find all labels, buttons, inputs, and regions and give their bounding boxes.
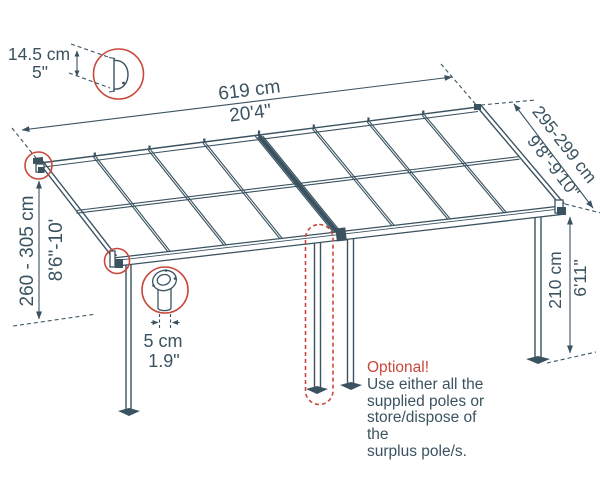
gutter-profile-icon — [108, 56, 129, 93]
rafter — [312, 128, 395, 226]
optional-note-title: Optional! — [367, 359, 430, 376]
front-height-metric-label: 210 cm — [545, 251, 565, 308]
pole-front-left — [118, 262, 140, 416]
rafter — [93, 156, 171, 252]
profile-height-metric-label: 14.5 cm — [8, 44, 70, 64]
width-imperial-label: 20'4" — [228, 101, 272, 127]
profile-height-imperial-label: 5" — [32, 62, 48, 82]
gutter-right-bracket — [554, 199, 566, 215]
gutter-profile-detail: 14.5 cm 5" — [8, 43, 145, 100]
pole-middle — [340, 237, 362, 390]
optional-pole-highlight — [304, 223, 334, 406]
roof-panels — [33, 104, 566, 268]
pole-foot — [306, 386, 328, 394]
ground-line-right — [546, 351, 597, 364]
optional-note-line: surplus pole/s. — [367, 442, 467, 460]
wall-corner-bracket — [33, 157, 45, 173]
gutter-left-bracket — [109, 250, 123, 268]
dimension-front-height: 210 cm 6'11" — [545, 216, 590, 354]
pole-foot — [118, 408, 140, 416]
pole-foot — [340, 382, 362, 390]
rear-height-imperial-label: 8'6"-10' — [46, 219, 67, 282]
rafter-joint-center — [254, 134, 342, 234]
pole-diameter-imperial-label: 1.9" — [148, 351, 179, 371]
optional-note-line: Use either all the — [367, 375, 484, 393]
pole-connector-icon — [151, 269, 178, 312]
optional-note-line: store/dispose of the — [367, 409, 477, 444]
detail-circle — [92, 48, 145, 100]
dimension-rear-height: 260 - 305 cm 8'6"-10' — [17, 180, 67, 320]
rafter — [366, 121, 451, 220]
rear-height-metric-label: 260 - 305 cm — [17, 196, 38, 307]
rafter — [147, 149, 227, 246]
gutter-bracket-highlight-circle — [103, 247, 131, 275]
pole-optional — [306, 241, 328, 394]
pole-connector-detail: 5 cm 1.9" — [141, 266, 189, 371]
front-height-imperial-label: 6'11" — [570, 259, 590, 296]
wall-bracket-highlight-circle — [24, 151, 53, 180]
ground-line-left — [12, 313, 97, 327]
optional-note: Optional! Use either all the supplied po… — [367, 359, 497, 461]
pole-diameter-metric-label: 5 cm — [143, 331, 182, 351]
optional-note-line: supplied poles or — [367, 392, 485, 410]
rafter — [202, 142, 283, 239]
left-edge-rafter — [39, 160, 117, 259]
pole-front-right — [526, 214, 550, 364]
pole-foot — [526, 356, 550, 364]
beam-joint-connector — [335, 227, 347, 242]
width-metric-label: 619 cm — [217, 76, 281, 104]
detail-circle — [141, 266, 189, 314]
